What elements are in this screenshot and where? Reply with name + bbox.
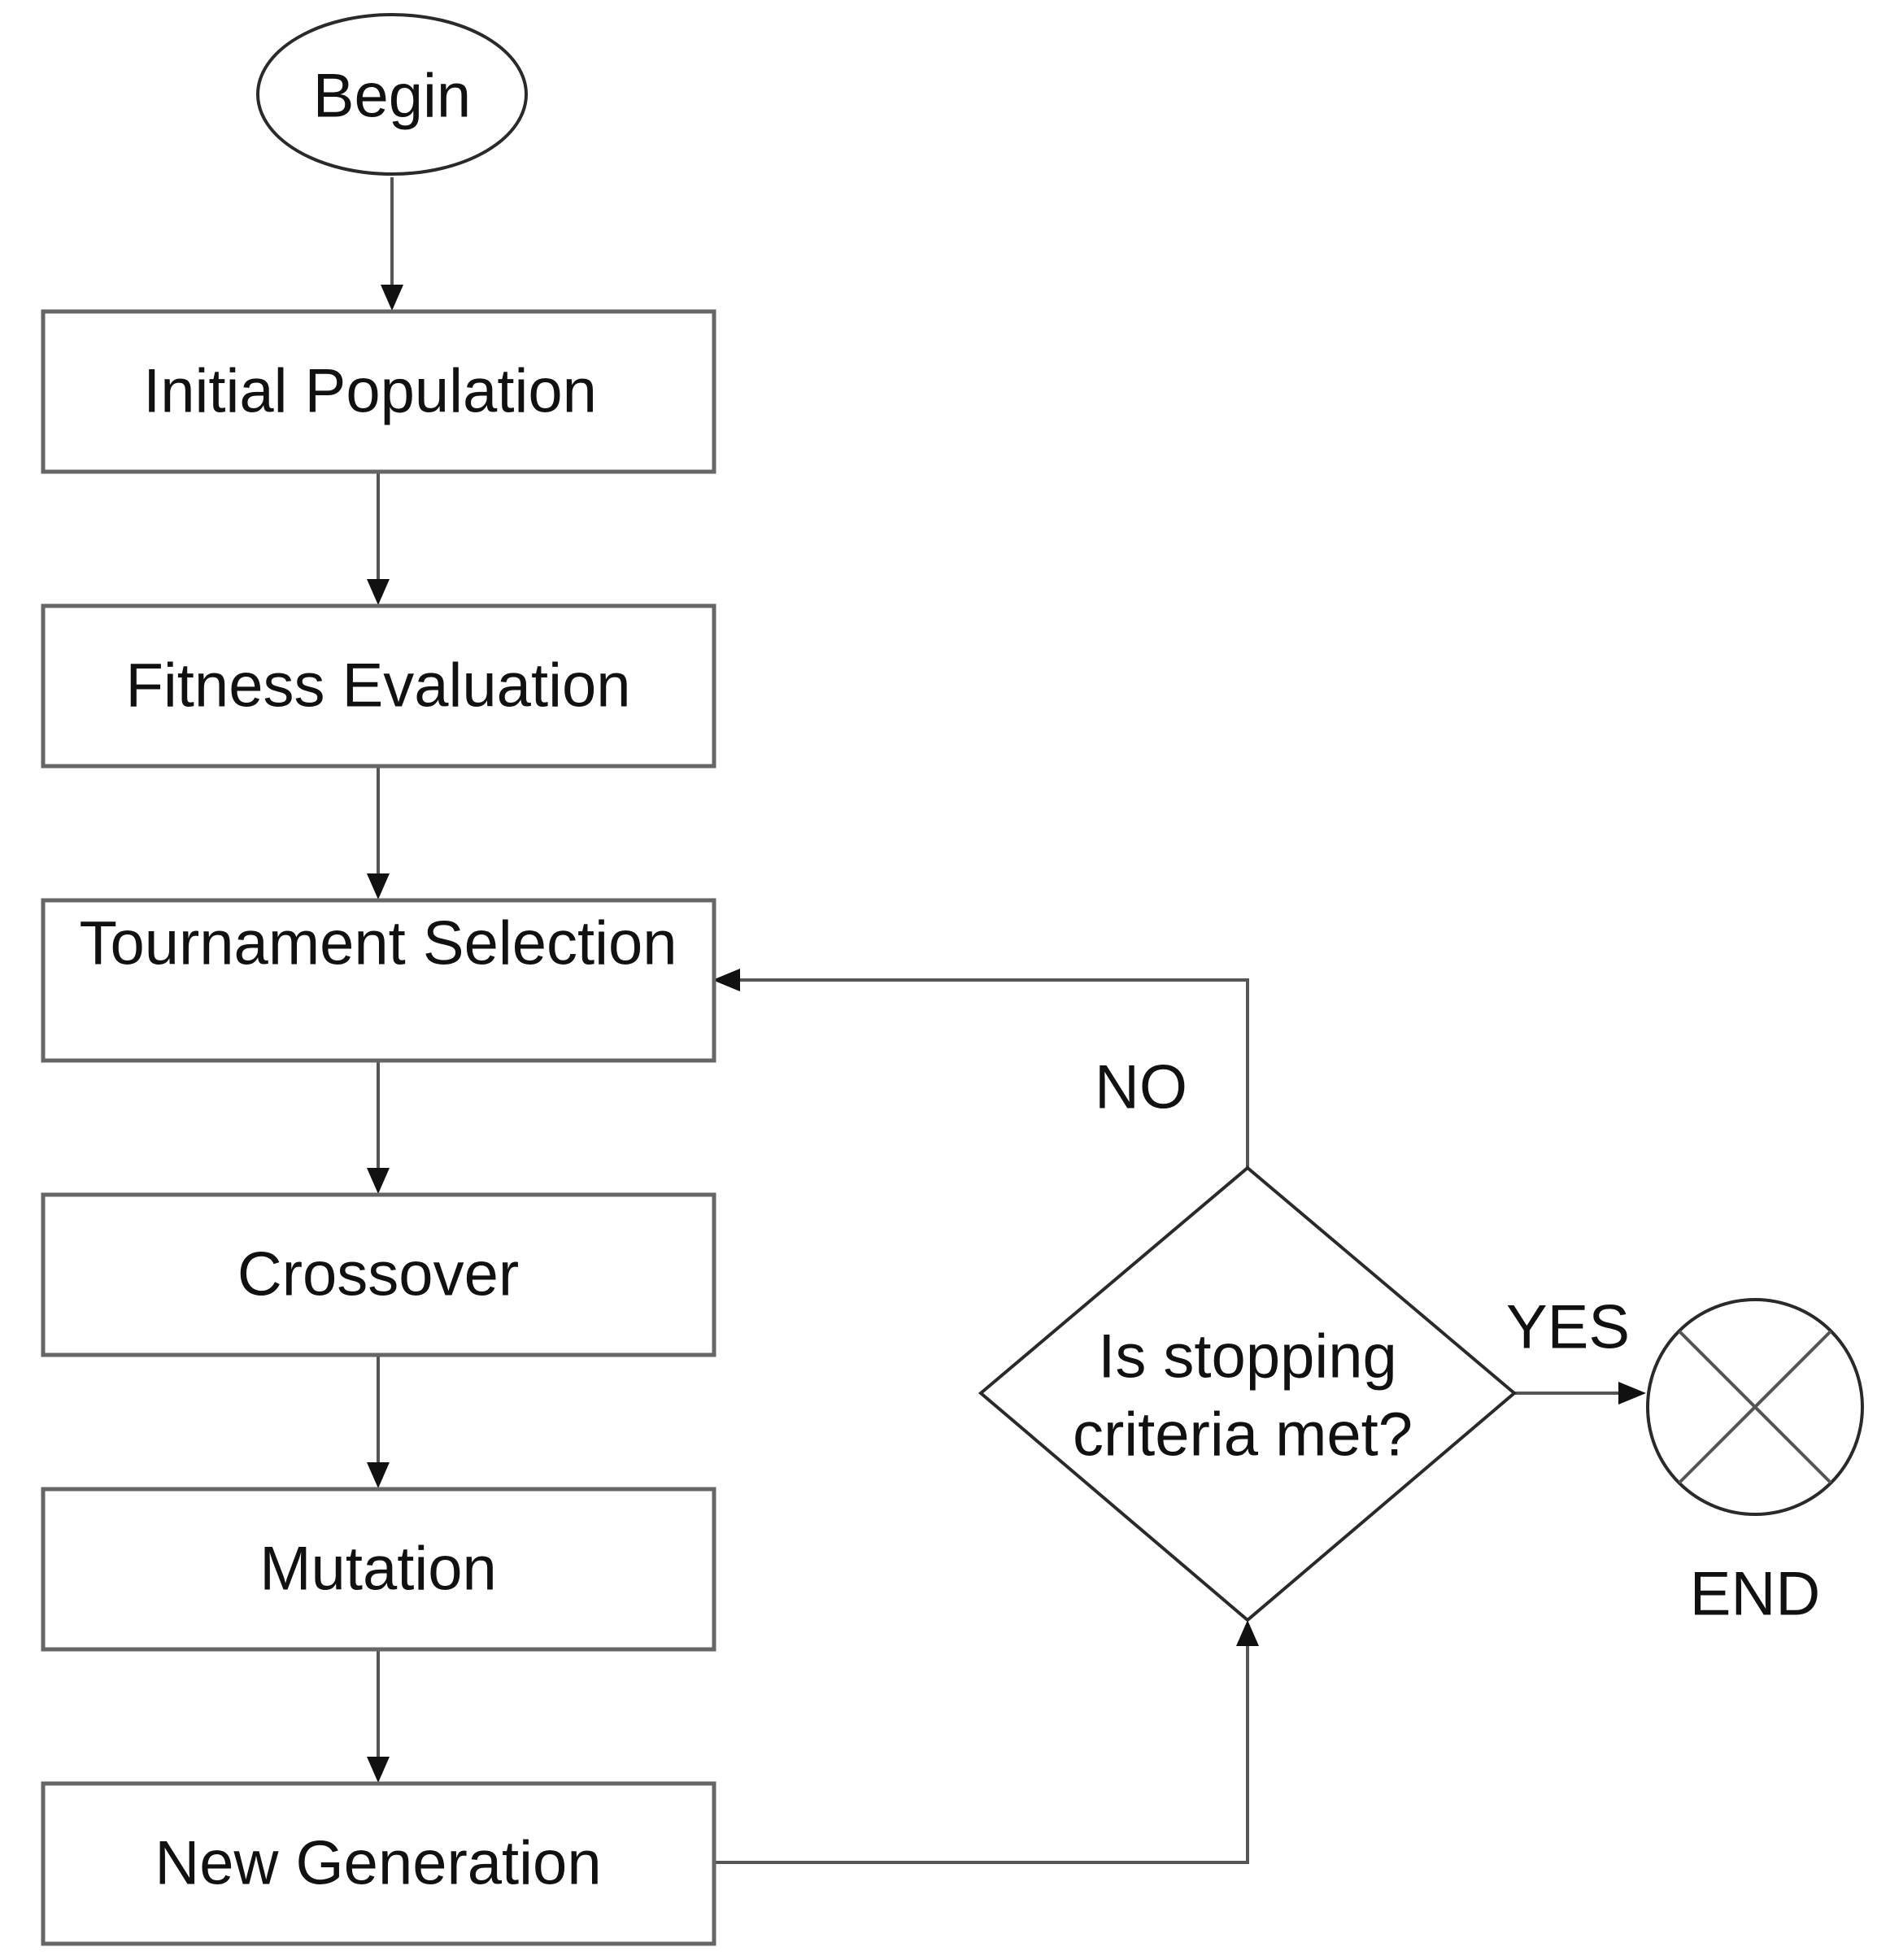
- step-label: Tournament Selection: [79, 909, 677, 978]
- step-box: [41, 309, 716, 474]
- arrowhead-new-generation: [367, 1757, 390, 1783]
- step-tournament-selection: Tournament Selection: [41, 898, 716, 1063]
- end-label: END: [1690, 1560, 1820, 1629]
- no-label: NO: [1095, 1053, 1187, 1122]
- arrowhead-fitness-evaluation: [367, 579, 390, 605]
- decision-line-2: criteria met?: [1073, 1400, 1413, 1470]
- arrowhead-tournament-selection: [367, 873, 390, 899]
- decision-node: Is stopping criteria met?: [978, 1165, 1518, 1622]
- arrowhead-mutation: [367, 1462, 390, 1488]
- step-label: New Generation: [155, 1829, 601, 1898]
- arrowhead-decision-bottom: [1236, 1620, 1259, 1646]
- decision-line-1: Is stopping: [1098, 1322, 1397, 1392]
- connectors: [367, 177, 1646, 1864]
- start-label: Begin: [313, 62, 471, 131]
- arrowhead-crossover: [367, 1168, 390, 1194]
- yes-label: YES: [1506, 1293, 1630, 1362]
- step-label: Fitness Evaluation: [126, 651, 631, 721]
- step-box: [41, 1487, 716, 1652]
- end-cross-line-b: [1678, 1330, 1832, 1484]
- step-mutation: Mutation: [41, 1487, 716, 1652]
- edge-new-generation-to-decision: [714, 1644, 1249, 1864]
- step-label: Mutation: [259, 1535, 497, 1604]
- step-label: Crossover: [237, 1240, 519, 1309]
- arrowhead-end: [1618, 1382, 1646, 1405]
- step-box: [41, 1781, 716, 1946]
- step-initial-population: Initial Population: [41, 309, 716, 474]
- arrowhead-tournament-selection-loop: [712, 969, 740, 991]
- step-new-generation: New Generation: [41, 1781, 716, 1946]
- start-node: Begin: [256, 13, 528, 176]
- arrowhead-initial-population: [381, 285, 403, 311]
- step-box: [41, 603, 716, 769]
- step-fitness-evaluation: Fitness Evaluation: [41, 603, 716, 769]
- step-label: Initial Population: [143, 357, 597, 426]
- edge-decision-no-to-tournament-selection: [738, 978, 1249, 1168]
- step-crossover: Crossover: [41, 1192, 716, 1357]
- step-box: [41, 898, 716, 1063]
- decision-diamond: [978, 1165, 1518, 1622]
- step-box: [41, 1192, 716, 1357]
- end-node: END: [1646, 1298, 1864, 1629]
- start-ellipse: [256, 13, 528, 176]
